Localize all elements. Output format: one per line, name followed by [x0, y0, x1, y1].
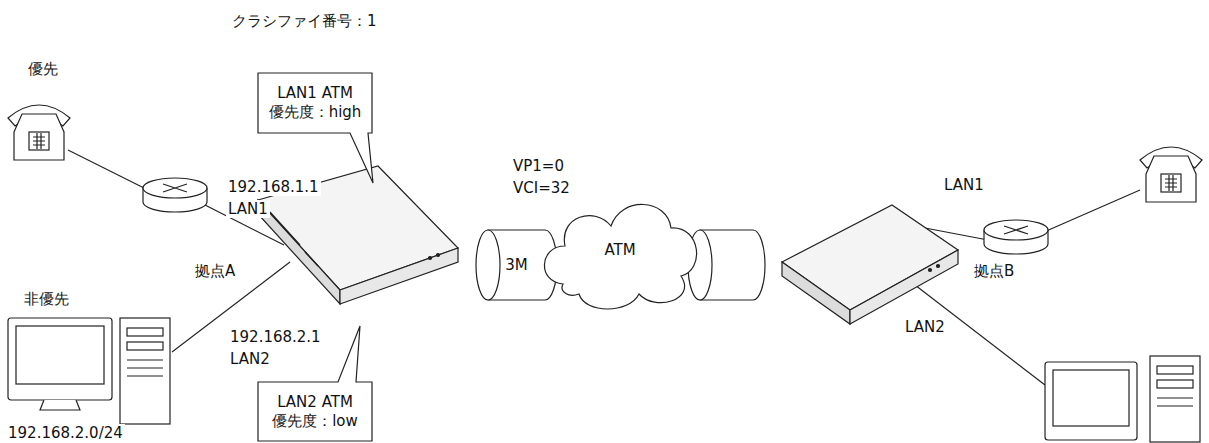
telephone-icon — [8, 105, 70, 160]
pc-icon — [8, 318, 170, 424]
router-symbol — [984, 220, 1048, 254]
callout-box: LAN1 ATM優先度：high — [258, 73, 372, 133]
pc-icon — [1045, 356, 1200, 442]
text-label: LAN2 — [228, 350, 272, 368]
node-text: ATM — [604, 241, 635, 260]
text-label: 優先 — [26, 60, 60, 78]
node-text: 3M — [505, 256, 528, 275]
text-label: LAN1 — [226, 200, 270, 218]
text-label: 拠点A — [193, 262, 237, 280]
wire — [1044, 190, 1140, 232]
text-label: クラシファイ番号：1 — [230, 12, 379, 30]
text-label: LAN2 — [903, 318, 947, 336]
callout-box: LAN2 ATM優先度：low — [258, 382, 372, 441]
line-cylinder — [688, 230, 765, 300]
text-label: 192.168.2.1 — [228, 328, 323, 346]
router-symbol — [143, 178, 207, 212]
node-text: LAN2 ATM — [277, 393, 353, 412]
text-label: VP1=0 — [511, 157, 566, 175]
text-label: LAN1 — [942, 176, 986, 194]
wire — [68, 150, 148, 190]
atm-cloud: ATM — [535, 188, 705, 312]
text-label: 192.168.1.1 — [226, 178, 321, 196]
node-text: 優先度：low — [272, 412, 358, 431]
node-text: 優先度：high — [269, 103, 362, 122]
telephone-icon — [1140, 147, 1202, 202]
text-label: VCI=32 — [511, 179, 572, 197]
node-text: LAN1 ATM — [277, 84, 353, 103]
router-device — [782, 205, 958, 324]
text-label: 非優先 — [22, 290, 71, 308]
text-label: 拠点B — [972, 262, 1016, 280]
text-label: 192.168.2.0/24 — [6, 424, 125, 442]
